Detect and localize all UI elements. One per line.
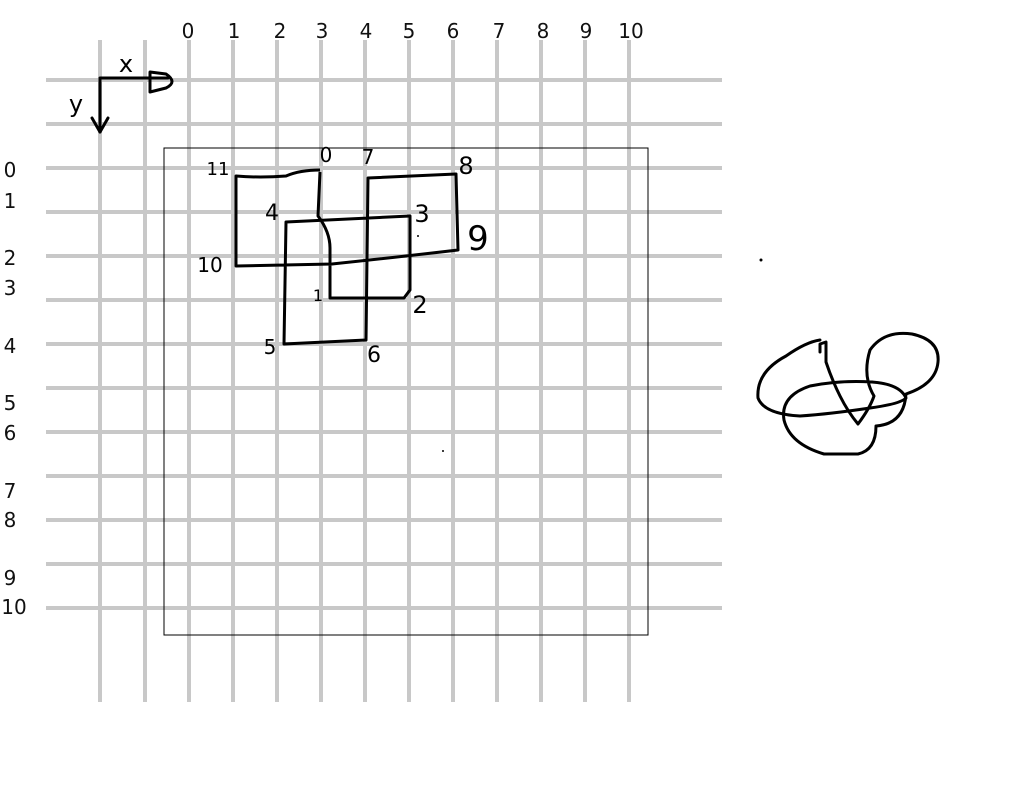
axis-arrows-icon — [90, 70, 174, 134]
vertex-label: 6 — [367, 343, 381, 368]
y-tick-label: 8 — [4, 508, 17, 532]
x-tick-label: 0 — [182, 19, 195, 43]
x-axis-letter: x — [119, 50, 133, 78]
vertex-label: 1 — [313, 286, 323, 305]
y-axis-letter: y — [69, 90, 83, 118]
x-tick-label: 7 — [493, 19, 506, 43]
y-tick-label: 4 — [4, 334, 17, 358]
x-tick-label: 3 — [316, 19, 329, 43]
vertex-label: 2 — [412, 291, 427, 319]
y-tick-label: 1 — [4, 189, 17, 213]
x-tick-label: 2 — [274, 19, 287, 43]
vertex-label: 11 — [207, 159, 230, 180]
y-tick-label: 0 — [4, 158, 17, 182]
y-tick-label: 7 — [4, 479, 17, 503]
x-tick-label: 1 — [228, 19, 241, 43]
x-tick-label: 10 — [618, 19, 643, 43]
y-tick-label: 3 — [4, 276, 17, 300]
stray-dot — [759, 258, 763, 262]
vertex-label: 4 — [265, 201, 279, 226]
vertex-label: 0 — [320, 143, 333, 167]
y-tick-label: 6 — [4, 421, 17, 445]
y-tick-label: 10 — [1, 595, 26, 619]
x-tick-label: 6 — [447, 19, 460, 43]
x-tick-label: 5 — [403, 19, 416, 43]
vertex-label: 10 — [197, 253, 222, 277]
vertex-label: 7 — [362, 145, 375, 169]
y-tick-label: 2 — [4, 246, 17, 270]
y-tick-label: 9 — [4, 566, 17, 590]
plot-frame — [163, 147, 649, 636]
x-tick-label: 4 — [360, 19, 373, 43]
y-tick-label: 5 — [4, 391, 17, 415]
x-tick-label: 9 — [580, 19, 593, 43]
vertex-label: 5 — [264, 335, 277, 359]
x-tick-labels: 0 1 2 3 4 5 6 7 8 9 10 — [182, 19, 644, 43]
hand-drawn-polygon — [234, 168, 460, 346]
stray-dot — [417, 235, 419, 237]
scribble-icon — [756, 331, 940, 456]
y-tick-labels: 0 1 2 3 4 5 6 7 8 9 10 — [1, 158, 26, 619]
grid-lines — [46, 40, 722, 702]
vertex-label: 9 — [467, 219, 489, 259]
x-tick-label: 8 — [537, 19, 550, 43]
vertex-label: 3 — [414, 200, 429, 228]
stray-dot — [442, 450, 444, 452]
vertex-label: 8 — [458, 152, 473, 180]
